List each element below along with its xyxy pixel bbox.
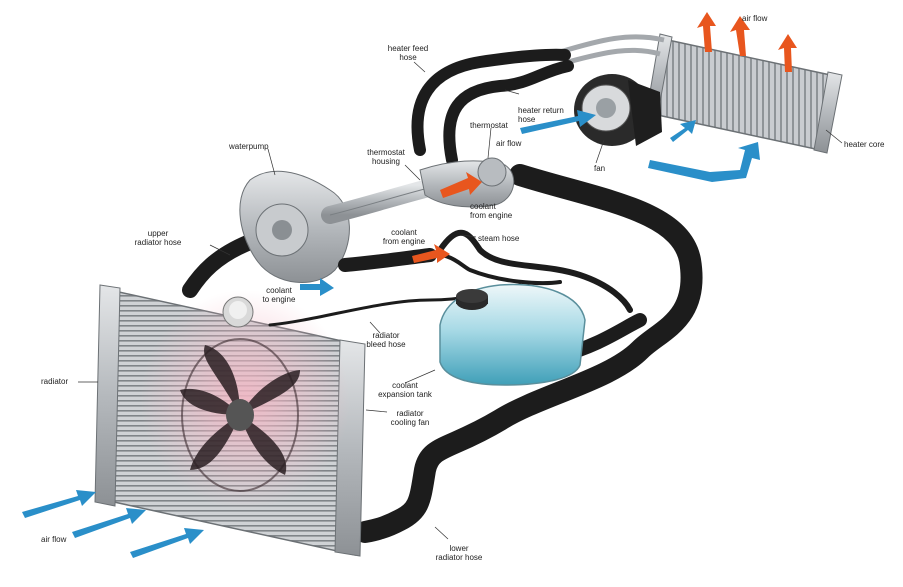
label-heater-feed-hose: heater feed hose <box>387 44 429 62</box>
label-heater-core: heater core <box>844 140 885 149</box>
label-coolant-from-engine-2: coolant from engine <box>382 228 426 246</box>
upper-radiator-hose <box>182 232 263 298</box>
water-pump <box>239 170 350 283</box>
leader-lines <box>78 61 843 540</box>
label-coolant-to-engine: coolant to engine <box>262 286 296 304</box>
label-air-flow-mid: air flow <box>496 139 522 148</box>
label-coolant-from-engine-1: coolant from engine <box>470 202 513 220</box>
label-coolant-expansion-tank: coolant expansion tank <box>378 381 432 399</box>
label-waterpump: waterpump <box>229 142 269 151</box>
label-radiator-cooling-fan: radiator cooling fan <box>390 409 430 427</box>
label-thermostat-housing: thermostat housing <box>367 148 405 166</box>
heater-hoses <box>411 48 574 166</box>
label-upper-radiator-hose: upper radiator hose <box>134 229 182 247</box>
cool-coolant-arrows <box>22 110 760 558</box>
label-air-flow-bottom: air flow <box>41 535 67 544</box>
blower-fan <box>574 74 662 146</box>
label-fan: fan <box>594 164 606 173</box>
heater-core-pipes <box>559 34 665 65</box>
label-radiator: radiator <box>41 377 69 386</box>
label-thermostat: thermostat <box>470 121 508 130</box>
label-steam-hose: steam hose <box>478 234 520 243</box>
coolant-expansion-tank <box>439 283 586 386</box>
hot-coolant-arrows <box>412 12 797 263</box>
radiator-cooling-fan <box>180 338 300 492</box>
label-radiator-bleed-hose: radiator bleed hose <box>366 331 406 349</box>
label-heater-return-hose: heater return hose <box>518 106 564 124</box>
label-air-flow-top: air flow <box>742 14 768 23</box>
label-lower-radiator-hose: lower radiator hose <box>435 544 483 562</box>
